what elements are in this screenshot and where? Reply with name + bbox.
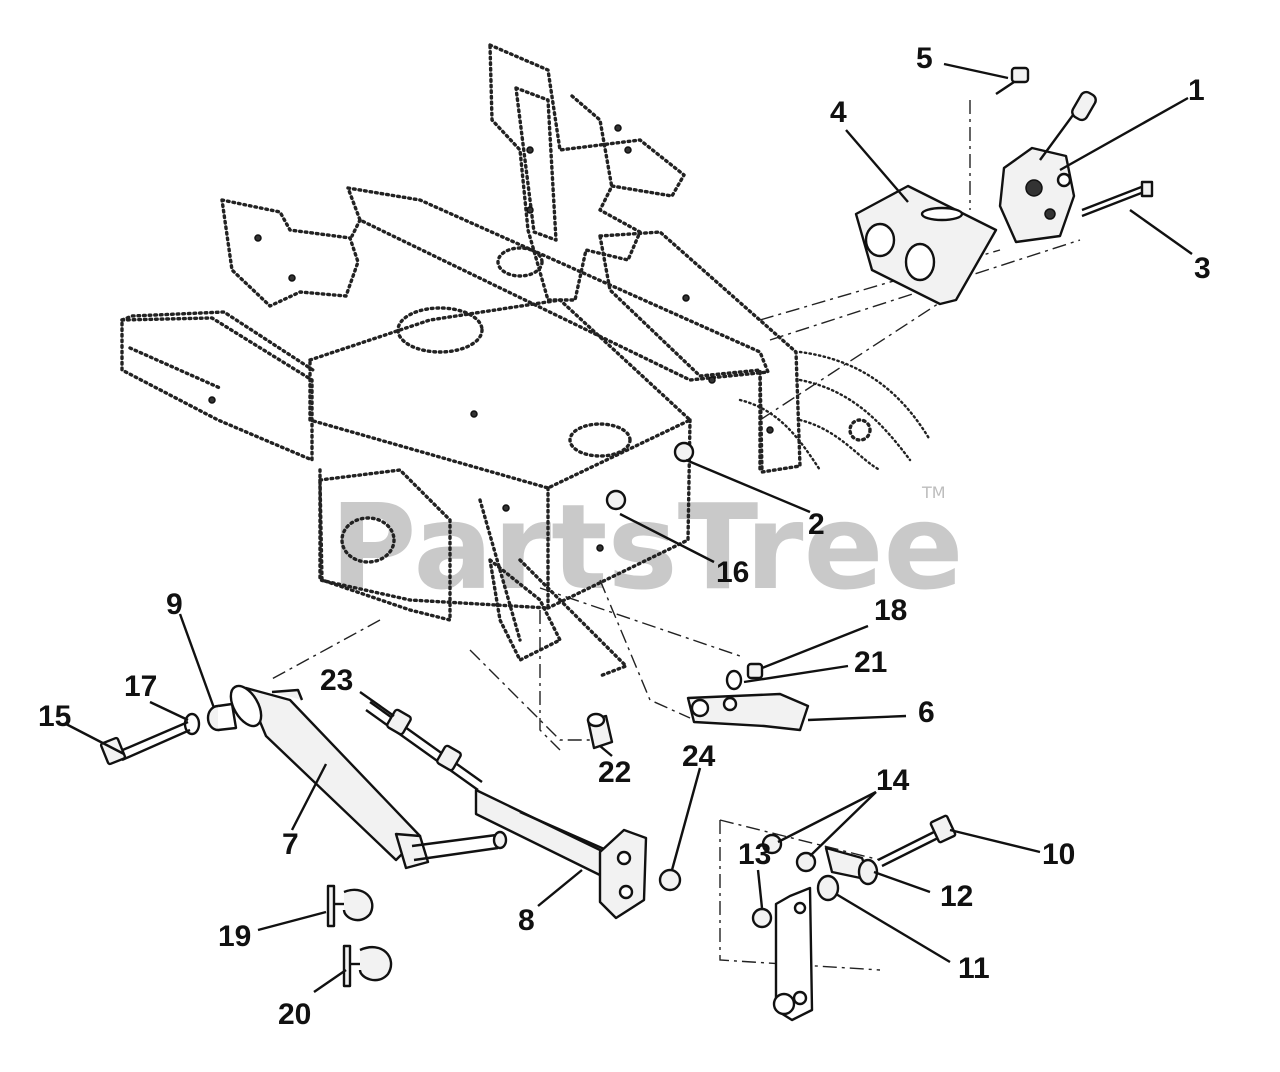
nut-2 xyxy=(673,441,695,463)
clip-20 xyxy=(342,944,393,988)
screw-18 xyxy=(746,662,764,680)
link-arm xyxy=(686,692,810,732)
mounting-plate xyxy=(854,184,998,306)
callout-9: 9 xyxy=(166,588,183,621)
leader-lines xyxy=(65,62,1193,993)
callout-12: 12 xyxy=(940,880,973,913)
rod-end xyxy=(824,846,879,886)
watermark: PartsTree TM xyxy=(330,478,964,616)
callout-2: 2 xyxy=(808,508,825,541)
callout-3: 3 xyxy=(1194,252,1211,285)
callout-16: 16 xyxy=(716,556,749,589)
callout-20: 20 xyxy=(278,998,311,1031)
callout-18: 18 xyxy=(874,594,907,627)
hydraulic-cylinder xyxy=(229,684,508,870)
bolt-3 xyxy=(1081,180,1154,218)
clip-19 xyxy=(326,884,374,928)
screw-5 xyxy=(995,66,1030,95)
callout-11: 11 xyxy=(958,952,990,985)
callout-8: 8 xyxy=(518,904,535,937)
callout-15: 15 xyxy=(38,700,71,733)
callout-17: 17 xyxy=(124,670,157,703)
nut-14b xyxy=(795,851,817,873)
callout-19: 19 xyxy=(218,920,251,953)
callout-13: 13 xyxy=(738,838,771,871)
callout-7: 7 xyxy=(282,828,299,861)
callout-1: 1 xyxy=(1188,74,1205,107)
bolt-10 xyxy=(877,814,957,868)
bolt-15 xyxy=(99,720,191,766)
nut-14a xyxy=(761,833,783,855)
spacer-9 xyxy=(206,702,238,732)
nut-24 xyxy=(658,868,682,892)
callout-6: 6 xyxy=(918,696,935,729)
lift-bracket xyxy=(772,886,814,1022)
watermark-text: PartsTree xyxy=(330,478,964,616)
washer-11 xyxy=(816,874,840,902)
callout-5: 5 xyxy=(916,42,933,75)
callout-22: 22 xyxy=(598,756,631,789)
nut-16 xyxy=(605,489,627,511)
spacer-22 xyxy=(586,712,614,750)
watermark-trademark: TM xyxy=(921,483,946,502)
nut-13 xyxy=(751,907,773,929)
piston-rod xyxy=(474,788,648,920)
callout-10: 10 xyxy=(1042,838,1075,871)
callout-23: 23 xyxy=(320,664,353,697)
callout-21: 21 xyxy=(854,646,887,679)
callout-14: 14 xyxy=(876,764,910,797)
threaded-rod xyxy=(365,701,483,791)
callout-labels: 1 2 3 4 5 6 7 8 9 10 11 12 13 14 15 16 1… xyxy=(38,42,1211,1031)
callout-4: 4 xyxy=(830,96,847,129)
callout-24: 24 xyxy=(682,740,716,773)
washer-21 xyxy=(725,669,743,691)
control-valve xyxy=(998,90,1097,244)
